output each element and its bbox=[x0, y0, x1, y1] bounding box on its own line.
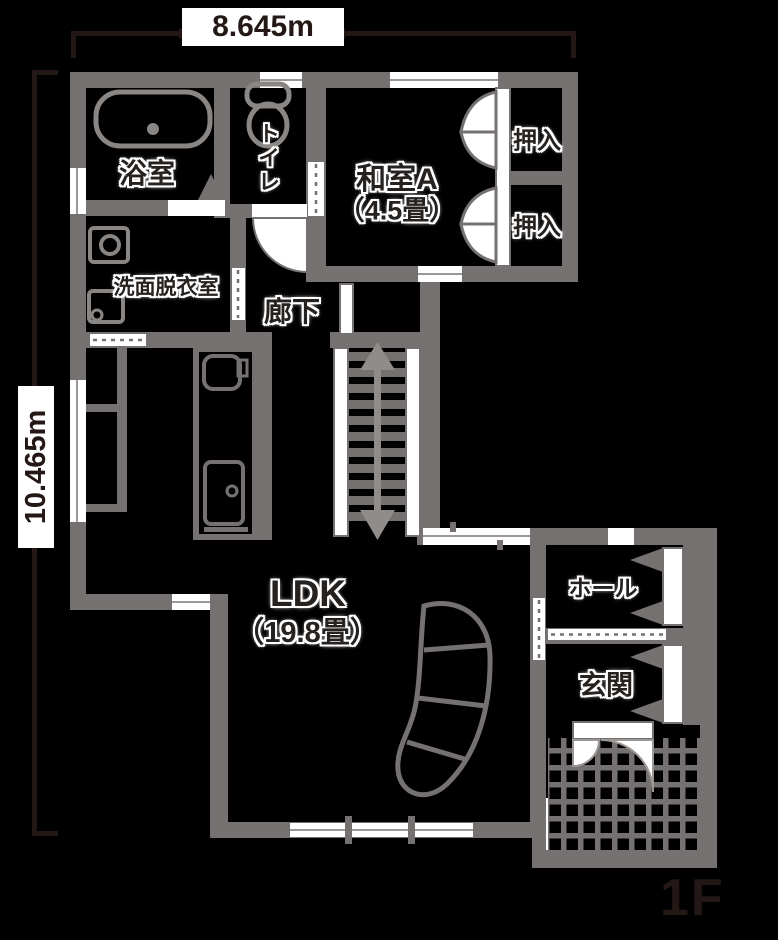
bath-door-opening bbox=[168, 200, 225, 216]
floor-label: 1F bbox=[660, 869, 725, 927]
bathtub-icon bbox=[93, 89, 213, 149]
bath-folding-door-icon bbox=[198, 174, 224, 200]
room-label-hall: ホール bbox=[568, 575, 638, 601]
stair-rail-left bbox=[333, 347, 349, 537]
room-label-ldk: LDK bbox=[269, 573, 347, 614]
windows bbox=[70, 72, 634, 844]
room-label-closet-lower: 押入 bbox=[513, 213, 561, 241]
height-dimension: 10.465m bbox=[18, 386, 54, 548]
stairs-direction-arrow-icon bbox=[360, 342, 395, 540]
entrance-door-small-leaf bbox=[572, 739, 601, 768]
room-label-bathroom: 浴室 bbox=[118, 158, 176, 189]
fixtures bbox=[87, 81, 292, 324]
room-label-closet-upper: 押入 bbox=[513, 127, 561, 155]
shoe-closets bbox=[630, 547, 684, 724]
room-label-japanese-room: 和室A bbox=[356, 163, 438, 196]
kitchen-stove-icon bbox=[203, 460, 245, 526]
room-label-toilet: トイレ bbox=[255, 122, 280, 194]
swing-doors bbox=[168, 174, 308, 274]
entrance-porch bbox=[548, 721, 700, 852]
room-label-entrance: 玄関 bbox=[579, 670, 633, 701]
porch-tile-hatch bbox=[548, 738, 700, 852]
width-dimension: 8.645m bbox=[182, 8, 344, 46]
kitchen-sink-icon bbox=[202, 354, 242, 391]
stair-rail-right bbox=[405, 347, 421, 537]
room-label-ldk-size: （19.8畳） bbox=[235, 617, 379, 649]
room-label-washroom: 洗面脱衣室 bbox=[113, 276, 219, 299]
toilet-door-arc bbox=[251, 217, 308, 274]
room-label-japanese-room-size: （4.5畳） bbox=[337, 195, 457, 226]
entrance-door-arc bbox=[600, 739, 654, 793]
entrance-step bbox=[572, 721, 654, 740]
toilet-door-opening bbox=[252, 204, 307, 218]
toilet-bowl-icon bbox=[246, 101, 290, 149]
oshiire-folding-doors bbox=[459, 87, 511, 267]
sofa-icon bbox=[395, 600, 493, 798]
washbasin-icon bbox=[88, 226, 130, 264]
kitchen-counter bbox=[193, 346, 258, 540]
washing-machine-icon bbox=[87, 289, 125, 324]
stairs bbox=[333, 283, 421, 540]
room-label-hallway: 廊下 bbox=[263, 296, 321, 327]
